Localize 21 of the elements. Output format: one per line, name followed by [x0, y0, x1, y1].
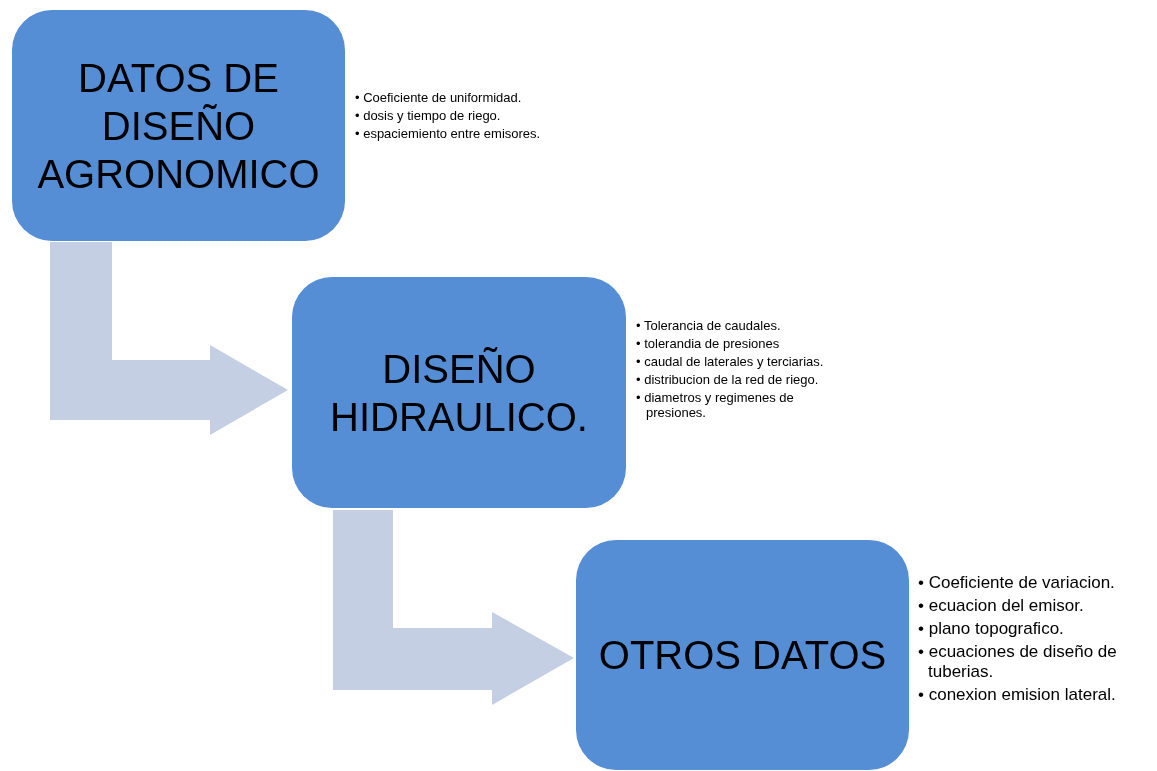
- bullet-item: • espaciemiento entre emisores.: [355, 126, 542, 141]
- bent-arrow: [50, 242, 288, 435]
- bullet-item: • ecuacion del emisor.: [918, 596, 1085, 616]
- box-title: DISEÑO HIDRAULICO.: [329, 345, 589, 441]
- bullet-item: • conexion emision lateral.: [918, 685, 1117, 705]
- bullet-item: • Coeficiente de variacion.: [918, 573, 1116, 593]
- bullet-item: • plano topografico.: [918, 619, 1065, 639]
- bullet-item: • Tolerancia de caudales.: [636, 318, 782, 333]
- box-title: OTROS DATOS: [597, 632, 888, 679]
- bullet-item: • diametros y regimenes de presiones.: [636, 390, 795, 420]
- bullet-item: • tolerandia de presiones: [636, 336, 781, 351]
- bullet-item: • dosis y tiempo de riego.: [355, 108, 502, 123]
- bullet-item: • Coeficiente de uniformidad.: [355, 90, 523, 105]
- bullet-item: • distribucion de la red de riego.: [636, 372, 820, 387]
- process-box: [292, 277, 626, 508]
- bent-arrow: [333, 510, 574, 705]
- box-title: DATOS DE DISEÑO AGRONOMICO: [36, 54, 321, 198]
- bullet-item: • caudal de laterales y terciarias.: [636, 354, 825, 369]
- bullet-item: • ecuaciones de diseño de tuberias.: [918, 642, 1118, 682]
- process-box: [12, 10, 345, 241]
- process-box: [576, 540, 909, 770]
